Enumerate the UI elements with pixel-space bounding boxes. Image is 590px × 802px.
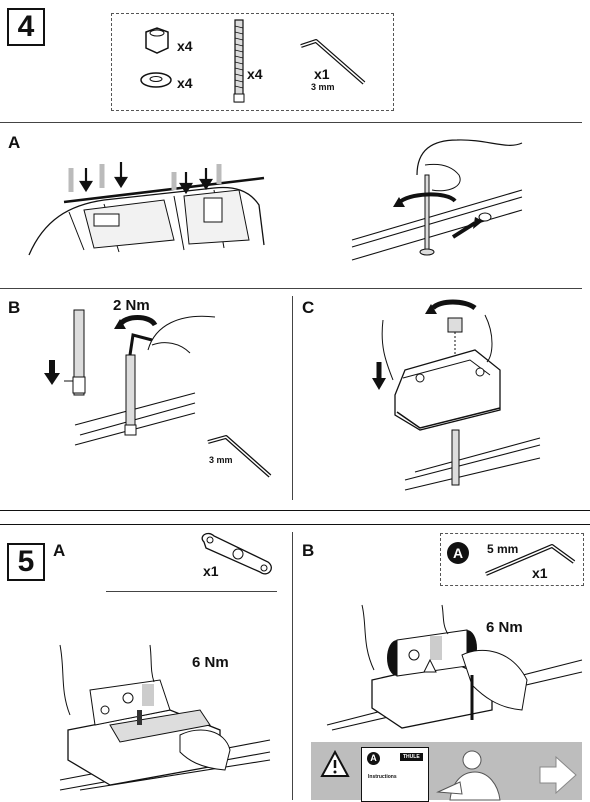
- divider: [292, 532, 293, 800]
- divider: [0, 122, 582, 123]
- nut-qty: x4: [177, 38, 193, 54]
- washer-qty: x4: [177, 75, 193, 91]
- panel-letter-5a: A: [53, 541, 66, 560]
- bolt-tighten-illustration: [44, 309, 216, 446]
- torque-label: 2 Nm: [113, 297, 150, 314]
- warning-icon: [320, 749, 350, 777]
- card-badge: A: [367, 752, 380, 765]
- plate-mount-illustration: [59, 644, 271, 791]
- car-roof-illustration: [28, 162, 265, 256]
- key-size: 5 mm: [487, 542, 519, 556]
- arrow-right-icon: [539, 755, 577, 795]
- panel-letter-4c: C: [302, 298, 315, 317]
- key-size: 3 mm: [209, 455, 233, 465]
- card-brand: THULE: [400, 753, 423, 761]
- washer-icon: [140, 72, 172, 88]
- key-qty: x1: [314, 66, 330, 82]
- step-number-4: 4: [7, 8, 45, 46]
- key-size: 3 mm: [311, 82, 335, 92]
- parts-box: [111, 13, 394, 111]
- bolt-icon: [233, 19, 245, 103]
- foot-tighten-illustration: [326, 604, 583, 731]
- panel-letter-4b: B: [8, 298, 21, 317]
- bolt-qty: x4: [247, 66, 263, 82]
- bolt-insert-illustration: [351, 139, 523, 261]
- hex-key-icon: [485, 544, 576, 576]
- key-qty: x1: [532, 565, 548, 581]
- mounting-plate-icon: [201, 532, 272, 575]
- hex-key-icon: [207, 435, 272, 478]
- divider: [106, 591, 277, 592]
- plate-qty: x1: [203, 563, 219, 579]
- hex-key-icon: [300, 39, 366, 85]
- torque-label: 6 Nm: [486, 619, 523, 636]
- key-badge: A: [447, 542, 469, 564]
- panel-letter-4a: A: [8, 133, 21, 152]
- person-reading-icon: [436, 750, 501, 801]
- foot-assembly-illustration: [372, 299, 541, 491]
- key-box: [440, 533, 584, 586]
- divider: [0, 288, 582, 289]
- nut-icon: [145, 27, 169, 54]
- torque-label: 6 Nm: [192, 654, 229, 671]
- panel-letter-5b: B: [302, 541, 315, 560]
- divider: [292, 296, 293, 500]
- divider: [0, 524, 590, 525]
- divider: [0, 510, 590, 511]
- step-number-5: 5: [7, 543, 45, 581]
- card-instructions-label: Instructions: [368, 774, 397, 780]
